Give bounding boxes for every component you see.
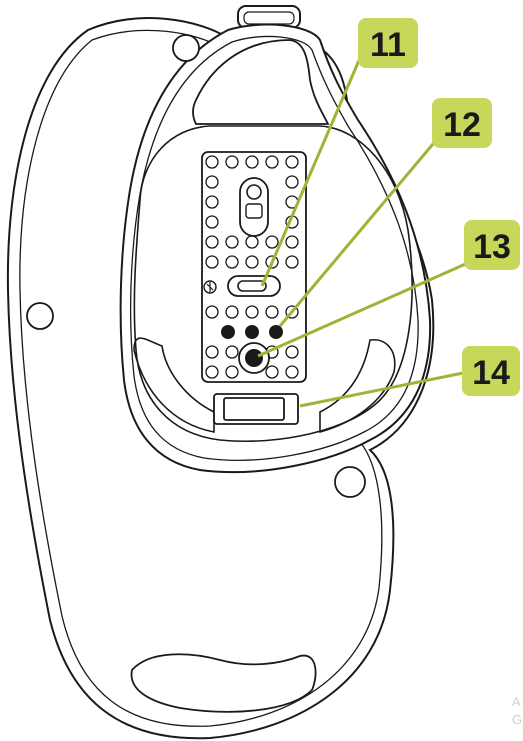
plate-hole [205,345,219,359]
bottom-button [223,397,285,421]
plate-hole [285,255,299,269]
plate-hole [205,175,219,189]
sensor-lens [245,349,263,367]
bottom-foot-pad [130,653,317,713]
filled-hole [245,325,259,339]
plate-hole [285,365,299,379]
plate-hole [265,305,279,319]
plate-switch [227,275,281,297]
plate-hole [205,305,219,319]
plate-hole [245,235,259,249]
filled-hole [221,325,235,339]
plate-marker-glyph [206,282,214,292]
plate-hole [245,305,259,319]
plate-hole [225,155,239,169]
callout-12: 12 [432,98,492,148]
callout-14: 14 [462,346,520,396]
callout-12-label: 12 [443,106,481,144]
plate-hole [265,155,279,169]
plate-hole [205,255,219,269]
right-curved-groove [319,339,396,434]
callout-12-leader [278,137,440,327]
plate-hole [225,365,239,379]
plate-hole [205,215,219,229]
mounting-hole [26,302,54,330]
upper-recess [192,39,330,125]
mounting-hole [172,34,200,62]
callout-13: 13 [464,220,520,270]
sensor-panel-outline [133,125,413,443]
plate-switch-knob [237,280,267,292]
plate-hole [205,195,219,209]
plate-hole [225,305,239,319]
plate-hole [285,155,299,169]
plate-hole [265,235,279,249]
plate-upper-slot [239,177,269,237]
plate-hole [245,155,259,169]
plate-hole [245,255,259,269]
corner-text-a: A [512,694,521,709]
plate-hole [225,255,239,269]
callout-11: 11 [358,18,418,68]
callout-14-label: 14 [472,354,510,392]
corner-text-g: G [512,712,522,727]
plate-hole [205,365,219,379]
plate-hole [225,345,239,359]
rear-shell-inner-outline [129,35,419,461]
callout-11-leader [260,57,362,287]
plate-upper-slot-insert [245,203,263,219]
plate-hole [285,345,299,359]
filled-hole [269,325,283,339]
plate-hole [205,155,219,169]
plate-hole [285,235,299,249]
callout-11-label: 11 [370,26,406,64]
mounting-hole [334,466,366,498]
callout-14-leader [299,370,469,408]
left-curved-groove [133,337,215,433]
plate-hole [285,175,299,189]
plate-hole [205,235,219,249]
plate-hole [225,235,239,249]
plate-upper-slot-screw [246,184,262,200]
plate-hole [265,365,279,379]
callout-13-leader [257,260,471,358]
callout-13-label: 13 [473,228,511,266]
